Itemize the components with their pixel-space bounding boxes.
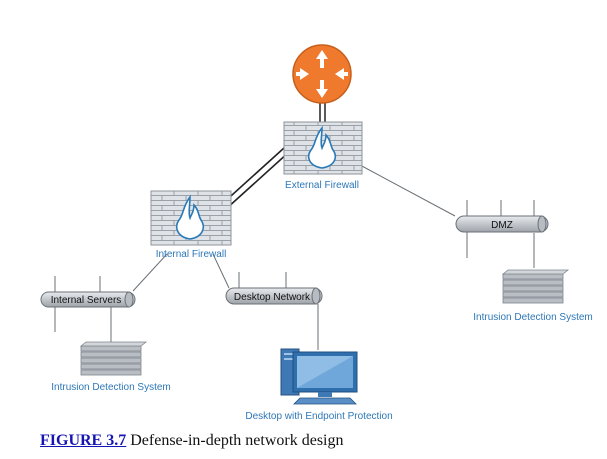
dmz-label: DMZ — [491, 220, 513, 231]
link-external-firewall-dmz — [359, 164, 456, 217]
flame-icon — [175, 194, 205, 240]
ids-appliance-icon — [501, 269, 570, 304]
internal-servers-bus — [40, 291, 136, 308]
desktop: Desktop with Endpoint Protection — [245, 348, 393, 422]
internal-firewall-label: Internal Firewall — [156, 249, 227, 260]
ids-left: Intrusion Detection System — [51, 341, 171, 393]
figure-number-link[interactable]: FIGURE 3.7 — [40, 432, 127, 449]
ids-appliance-icon — [79, 341, 148, 376]
desktop-label: Desktop with Endpoint Protection — [245, 411, 392, 422]
ids-right-label: Intrusion Detection System — [473, 312, 593, 323]
internal-firewall: Internal Firewall — [150, 190, 232, 260]
external-firewall-label: External Firewall — [285, 180, 359, 191]
dmz-segment: DMZ — [455, 200, 549, 258]
router-icon — [292, 44, 352, 104]
figure-caption-text: Defense-in-depth network design — [126, 432, 344, 449]
link-internal-firewall-servers — [132, 253, 168, 292]
internal-servers-label: Internal Servers — [51, 295, 122, 306]
external-firewall: External Firewall — [283, 121, 363, 191]
flame-icon — [307, 125, 337, 169]
desktop-network-bus — [225, 287, 323, 305]
ids-left-label: Intrusion Detection System — [51, 382, 171, 393]
desktop-network-segment: Desktop Network — [225, 272, 323, 305]
figure-caption: FIGURE 3.7 Defense-in-depth network desi… — [40, 432, 344, 450]
link-internal-firewall-desktop-network — [212, 253, 230, 289]
ids-right: Intrusion Detection System — [473, 269, 593, 323]
router-arrows-icon — [296, 50, 348, 98]
desktop-computer-icon — [280, 348, 358, 405]
dmz-bus — [455, 215, 549, 233]
internal-servers-segment: Internal Servers — [40, 276, 136, 332]
desktop-network-label: Desktop Network — [234, 292, 311, 303]
router — [292, 44, 352, 104]
